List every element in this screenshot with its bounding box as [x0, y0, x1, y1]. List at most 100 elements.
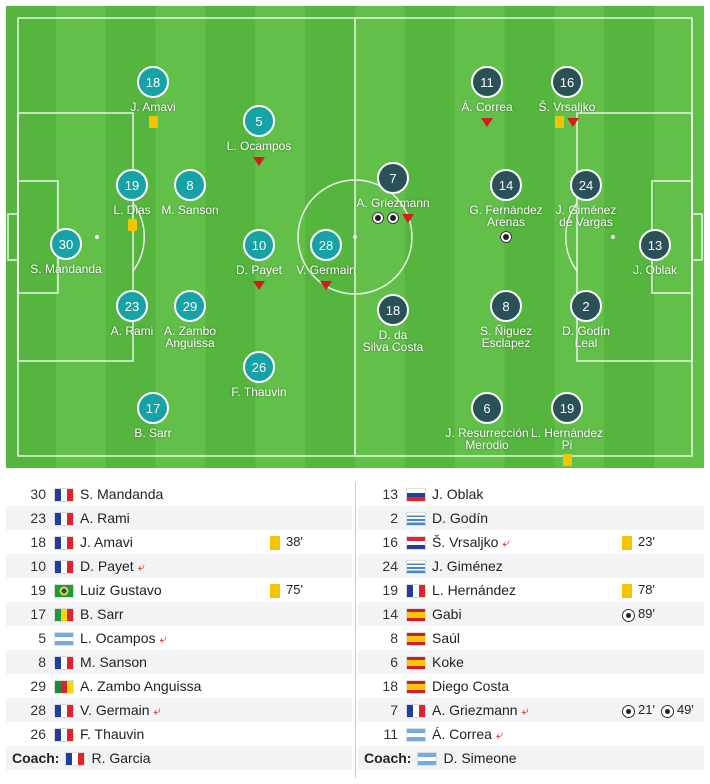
column-divider — [355, 482, 356, 778]
shirt-number: 19 — [382, 582, 398, 598]
player-name-link[interactable]: Á. Correa — [432, 725, 492, 742]
coach-name[interactable]: D. Simeone — [443, 749, 517, 766]
match-events — [270, 626, 352, 650]
shirt-number-badge: 17 — [137, 392, 169, 424]
player-name: V. Germain — [296, 263, 356, 277]
player-name-link[interactable]: J. Amavi — [80, 534, 133, 550]
player-name-link[interactable]: Gabi — [432, 606, 462, 622]
yellow-card-icon — [622, 535, 632, 550]
player-name-link[interactable]: M. Sanson — [80, 654, 147, 670]
player-name-link[interactable]: S. Mandanda — [80, 486, 164, 502]
match-events — [622, 626, 704, 650]
shirt-number-badge: 19 — [116, 169, 148, 201]
match-events — [622, 674, 704, 698]
goal-ball-icon — [622, 608, 635, 622]
home-pitch-player[interactable]: 17 B. Sarr — [88, 392, 218, 455]
lineup-row[interactable]: 2 D. Godín — [358, 506, 704, 530]
player-events — [422, 115, 552, 129]
player-name-link[interactable]: A. Rami — [80, 510, 130, 526]
player-name-link[interactable]: F. Thauvin — [80, 726, 145, 742]
player-name-link[interactable]: D. Payet — [80, 557, 134, 574]
player-cell: Koke — [432, 650, 622, 674]
player-cell: Gabi — [432, 602, 622, 626]
player-name-link[interactable]: Diego Costa — [432, 678, 510, 694]
match-events — [270, 674, 352, 698]
player-name-link[interactable]: A. Griezmann — [432, 701, 518, 718]
coach-name[interactable]: R. Garcia — [91, 749, 151, 766]
match-events — [622, 722, 704, 746]
nationality — [406, 482, 432, 506]
player-cell: J. Amavi — [80, 530, 270, 554]
shirt-number-badge: 14 — [490, 169, 522, 201]
nationality — [406, 650, 432, 674]
player-cell: V. Germain⤶ — [80, 698, 270, 722]
player-events — [88, 115, 218, 129]
player-cell: D. Payet⤶ — [80, 554, 270, 578]
shirt-number: 7 — [358, 698, 406, 722]
player-name-link[interactable]: J. Giménez — [432, 558, 503, 574]
yellow-card-icon — [148, 116, 158, 128]
france-flag-icon — [406, 584, 426, 599]
player-name-link[interactable]: L. Ocampos — [80, 629, 156, 646]
player-name-link[interactable]: Saúl — [432, 630, 461, 646]
player-events — [328, 211, 458, 225]
shirt-number-badge: 16 — [551, 66, 583, 98]
player-name-link[interactable]: Š. Vrsaljko — [432, 533, 499, 550]
player-name: B. Sarr — [134, 426, 172, 440]
match-events — [270, 506, 352, 530]
player-name-link[interactable]: V. Germain — [80, 701, 150, 718]
player-name-link[interactable]: D. Godín — [432, 510, 489, 526]
player-name-link[interactable]: Luiz Gustavo — [80, 582, 162, 598]
player-events — [502, 453, 632, 467]
player-name-link[interactable]: L. Hernández — [432, 582, 517, 598]
player-name-link[interactable]: J. Oblak — [432, 486, 484, 502]
shirt-number: 2 — [358, 506, 406, 530]
player-name-link[interactable]: B. Sarr — [80, 606, 124, 622]
nationality — [54, 626, 80, 650]
player-name-link[interactable]: A. Zambo Anguissa — [80, 678, 202, 694]
player-name-link[interactable]: Koke — [432, 654, 464, 670]
